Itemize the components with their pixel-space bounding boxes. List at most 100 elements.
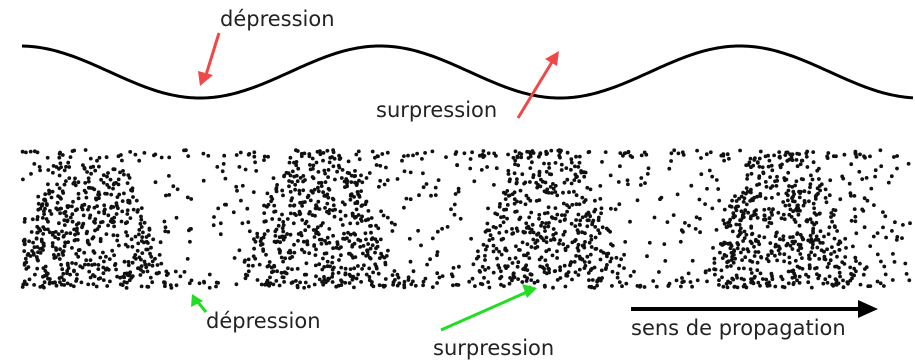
air-particle <box>120 283 125 287</box>
air-particle <box>511 271 516 276</box>
air-particle <box>551 186 556 191</box>
air-particle <box>773 242 778 247</box>
air-particle <box>757 242 762 247</box>
air-particle <box>576 165 581 169</box>
air-particle <box>353 180 357 185</box>
air-particle <box>107 257 112 261</box>
air-particle <box>638 283 643 288</box>
air-particle <box>482 275 486 280</box>
air-particle <box>308 210 312 214</box>
air-particle <box>273 234 278 238</box>
air-particle <box>862 225 867 230</box>
air-particle <box>574 218 578 222</box>
air-particle <box>470 276 475 281</box>
air-particle <box>804 154 809 159</box>
air-particle <box>89 171 93 176</box>
air-particle <box>282 280 286 284</box>
air-particle <box>545 263 549 268</box>
air-particle <box>246 263 251 268</box>
air-particle <box>739 250 743 255</box>
air-particle <box>267 263 271 268</box>
air-particle <box>591 218 596 223</box>
air-particle <box>502 284 506 288</box>
air-particle <box>22 220 27 224</box>
air-particle <box>164 269 169 274</box>
air-particle <box>145 247 150 252</box>
air-particle <box>728 223 733 228</box>
air-particle <box>795 278 799 283</box>
air-particle <box>735 275 739 280</box>
air-particle <box>92 187 97 192</box>
air-particle <box>35 150 40 155</box>
air-particle <box>757 156 762 161</box>
air-particle <box>510 261 515 265</box>
air-particle <box>766 153 770 158</box>
air-particle <box>288 211 293 216</box>
depression-label-bottom: dépression <box>206 309 321 333</box>
air-particle <box>356 149 361 154</box>
air-particle <box>56 252 61 257</box>
air-particle <box>537 198 542 203</box>
air-particle <box>758 149 763 154</box>
air-particle <box>93 228 97 233</box>
air-particle <box>57 221 61 226</box>
air-particle <box>189 278 194 283</box>
propagation-direction-arrow <box>631 300 878 318</box>
air-particle <box>599 268 604 273</box>
air-particle <box>331 150 336 155</box>
air-particle <box>545 211 550 215</box>
air-particle <box>354 276 359 281</box>
air-particle <box>515 264 520 269</box>
air-particle <box>480 282 485 287</box>
air-particle <box>499 282 503 287</box>
air-particle <box>111 233 116 238</box>
air-particle <box>514 209 519 214</box>
air-particle <box>547 166 552 170</box>
air-particle <box>748 156 753 161</box>
air-particle <box>296 238 300 243</box>
air-particle <box>771 207 775 212</box>
air-particle <box>298 280 302 285</box>
air-particle <box>106 171 110 175</box>
air-particle <box>815 168 820 173</box>
air-particle <box>82 250 87 255</box>
air-particle <box>558 268 562 273</box>
air-particle <box>128 150 133 154</box>
air-particle <box>128 216 133 221</box>
air-particle <box>764 277 769 282</box>
air-particle <box>54 246 58 251</box>
air-particle <box>280 226 285 231</box>
air-particle <box>520 240 525 245</box>
air-particle <box>384 165 388 170</box>
air-particle <box>337 153 341 158</box>
air-particle <box>784 191 789 196</box>
air-particle <box>294 163 299 168</box>
air-particle <box>468 166 473 171</box>
air-particle <box>281 229 286 234</box>
air-particle <box>647 240 652 245</box>
air-particle <box>423 276 428 281</box>
air-particle <box>288 232 293 237</box>
air-particle <box>339 283 344 287</box>
air-particle <box>572 178 577 183</box>
air-particle <box>38 251 43 255</box>
air-particle <box>391 282 395 287</box>
air-particle <box>361 251 365 256</box>
air-particle <box>367 275 372 279</box>
air-particle <box>868 244 873 249</box>
air-particle <box>58 150 62 155</box>
air-particle <box>456 283 461 287</box>
air-particle <box>62 278 66 283</box>
air-particle <box>184 148 188 153</box>
air-particle <box>587 278 591 282</box>
air-particle <box>593 225 598 229</box>
air-particle <box>281 220 286 224</box>
air-particle <box>393 222 397 227</box>
air-particle <box>247 152 252 156</box>
air-particle <box>574 175 579 180</box>
air-particle <box>343 271 348 276</box>
air-particle <box>756 250 761 254</box>
air-particle <box>600 276 604 280</box>
air-particle <box>53 235 57 240</box>
air-particle <box>858 282 863 287</box>
